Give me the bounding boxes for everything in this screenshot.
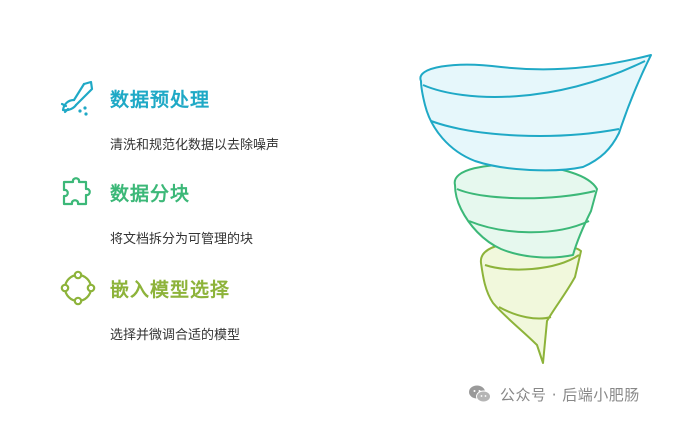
step-description: 清洗和规范化数据以去除噪声 [110,138,280,153]
step-header: 嵌入模型选择 [58,268,398,308]
step-title: 数据分块 [110,183,191,205]
circle-nodes-icon [60,270,96,306]
funnel-tier-top [419,54,652,172]
broom-icon [60,80,94,116]
step-title: 嵌入模型选择 [110,279,231,301]
step-description: 将文档拆分为可管理的块 [110,232,254,247]
spiral-funnel-illustration [419,54,652,364]
step-header: 数据预处理 [58,78,398,118]
step-description: 选择并微调合适的模型 [110,328,241,343]
wechat-icon [469,385,491,403]
funnel-tier-middle [453,163,598,259]
step-title: 数据预处理 [110,89,211,111]
watermark-text: 公众号 · 后端小肥肠 [500,386,640,404]
watermark: 公众号 · 后端小肥肠 [468,383,688,405]
funnel-tier-bottom [479,241,582,364]
puzzle-icon [62,177,91,206]
step-header: 数据分块 [58,172,398,212]
